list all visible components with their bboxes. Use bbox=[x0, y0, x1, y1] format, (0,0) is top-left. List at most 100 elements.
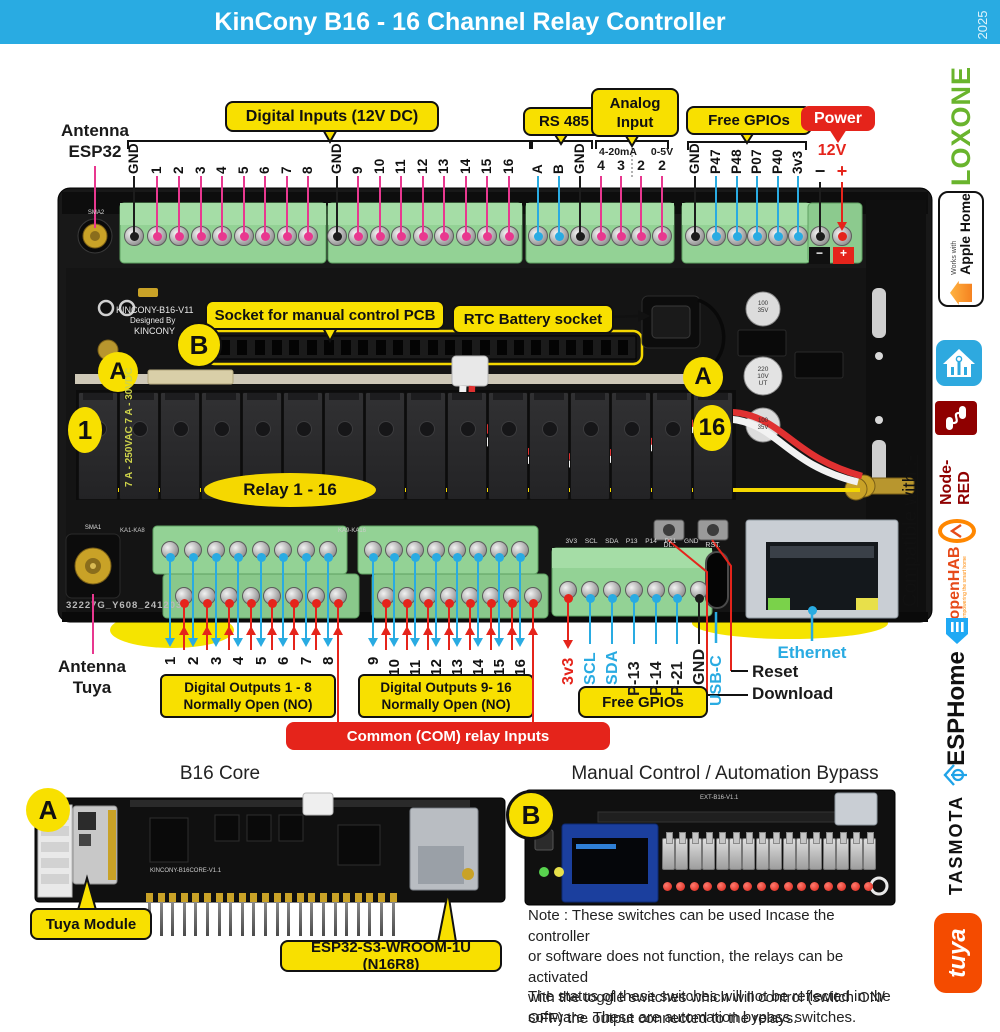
pin-label: 12 bbox=[428, 658, 445, 676]
header-pin bbox=[159, 902, 163, 936]
wire-leader bbox=[558, 176, 560, 234]
silk-model: KINCONY-B16-V11 bbox=[116, 305, 194, 315]
header-pad bbox=[215, 893, 223, 902]
arrow-down bbox=[211, 638, 221, 647]
wire-leader bbox=[243, 176, 245, 234]
toggle-switch bbox=[675, 832, 689, 870]
pin-label: GND bbox=[126, 143, 141, 174]
header-pin bbox=[333, 902, 337, 936]
relay-tab bbox=[124, 393, 154, 400]
wire-leader bbox=[655, 598, 657, 644]
header-pad bbox=[169, 893, 177, 902]
toggle-switch bbox=[662, 832, 675, 870]
power-plus-leader bbox=[841, 182, 843, 222]
socket-hole bbox=[237, 340, 248, 355]
wire-leader bbox=[661, 176, 663, 234]
badge-a-section: A bbox=[26, 788, 70, 832]
socket-hole bbox=[427, 340, 438, 355]
silk-serial: 32227G_Y608_241203 bbox=[66, 600, 183, 611]
wire-leader bbox=[640, 176, 642, 234]
indicator-led bbox=[770, 882, 780, 891]
header-pad bbox=[296, 893, 304, 902]
arrow-up bbox=[224, 626, 234, 635]
header-pin bbox=[380, 902, 383, 936]
tuya-label: tuya bbox=[944, 928, 971, 978]
pin-label: 16 bbox=[512, 658, 529, 676]
arrow-up bbox=[267, 626, 277, 635]
wire-dot bbox=[657, 231, 667, 241]
pin-label: 13 bbox=[436, 158, 451, 174]
relay-tab bbox=[329, 393, 359, 400]
arrow-up bbox=[202, 626, 212, 635]
arrow-up bbox=[333, 626, 343, 635]
switch-lever bbox=[826, 832, 834, 844]
wire-dot bbox=[396, 231, 406, 241]
indicator-led bbox=[797, 882, 806, 891]
usb-c-label: USB-C bbox=[708, 655, 725, 706]
pin-label: 13 bbox=[449, 658, 466, 676]
toggle-switch bbox=[755, 832, 769, 870]
toggle-switch bbox=[782, 832, 796, 870]
pin-label: GND bbox=[687, 143, 702, 174]
header-pin bbox=[391, 902, 395, 936]
header-pin bbox=[356, 902, 360, 936]
arrow-down bbox=[233, 638, 243, 647]
header-pad bbox=[378, 893, 385, 902]
socket-hole bbox=[444, 340, 455, 355]
socket-hole bbox=[410, 340, 421, 355]
power-plus-arrow bbox=[837, 222, 847, 231]
silk-designed-by: Designed By bbox=[130, 316, 176, 325]
wire-dot bbox=[303, 231, 313, 241]
wire-leader bbox=[498, 557, 500, 638]
esphome-label: ESPHome bbox=[943, 651, 970, 766]
manual-control-title: Manual Control / Automation Bypass bbox=[571, 763, 879, 784]
silk-rst: RST. bbox=[705, 542, 721, 549]
relay-tab bbox=[206, 393, 236, 400]
switch-lever bbox=[812, 832, 820, 844]
wire-leader bbox=[337, 603, 339, 722]
switch-lever bbox=[665, 832, 673, 844]
relay-rivet bbox=[665, 421, 681, 437]
home-assistant-icon bbox=[936, 340, 982, 386]
relay-rivet bbox=[583, 421, 599, 437]
silk-b16core: KINCONY-B16CORE-V1.1 bbox=[150, 868, 222, 874]
relay-rivet bbox=[501, 421, 517, 437]
indicator-led bbox=[850, 882, 860, 891]
pin-label: GND bbox=[691, 648, 708, 685]
header-pin bbox=[252, 902, 256, 936]
wire-leader bbox=[465, 176, 467, 234]
arrow-up bbox=[486, 626, 496, 635]
header-pad bbox=[366, 893, 374, 902]
silk-ext-b16: EXT-B16-V1.1 bbox=[700, 795, 739, 801]
relay-tab bbox=[83, 393, 113, 400]
relay-rivet bbox=[419, 421, 435, 437]
indicator-led bbox=[716, 882, 726, 891]
badge-a-left: A bbox=[98, 352, 138, 392]
apple-home-badge: Works with Apple Home bbox=[938, 191, 984, 307]
silk-sma1: SMA1 bbox=[84, 525, 102, 531]
power-minus-leader bbox=[819, 182, 821, 232]
socket-hole bbox=[548, 340, 559, 355]
wire-dot bbox=[239, 231, 249, 241]
antenna-esp32-leader bbox=[94, 166, 96, 228]
pin-label: 7 bbox=[279, 166, 294, 174]
switch-lever bbox=[719, 832, 727, 844]
socket-hole bbox=[462, 340, 473, 355]
indicator-led bbox=[689, 882, 699, 891]
socket-hole bbox=[600, 340, 611, 355]
silk-sma2: SMA2 bbox=[87, 210, 105, 216]
relay-tab bbox=[698, 393, 728, 400]
wire-leader bbox=[676, 598, 678, 644]
relay bbox=[570, 392, 610, 500]
arrow-up bbox=[289, 626, 299, 635]
header-pad bbox=[204, 893, 211, 902]
wire-leader bbox=[237, 557, 239, 638]
arrow-up bbox=[465, 626, 475, 635]
wire-leader bbox=[611, 598, 613, 644]
header-pin bbox=[322, 902, 325, 936]
compatible-with-label: Compatible with :- bbox=[900, 454, 921, 608]
header-pad bbox=[273, 893, 281, 902]
switch-lever bbox=[839, 832, 847, 844]
socket-hole bbox=[393, 340, 403, 355]
arrow-up bbox=[246, 626, 256, 635]
